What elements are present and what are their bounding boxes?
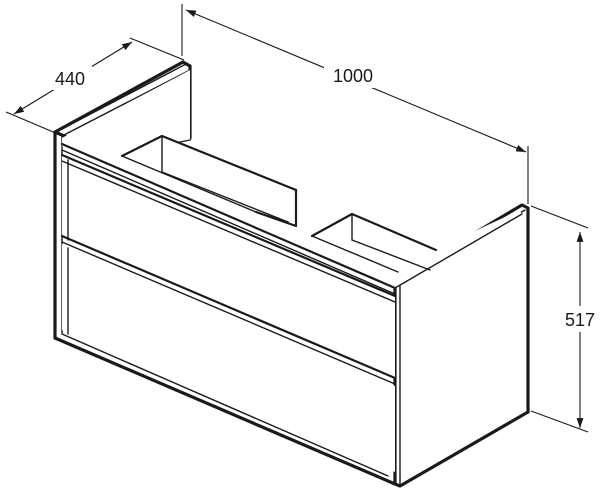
height-label: 517 [565, 310, 595, 330]
right-drawer-interior [310, 212, 438, 273]
top-rim [60, 70, 523, 295]
depth-label: 440 [55, 69, 85, 89]
width-dimension: 1000 [181, 4, 529, 204]
depth-dimension: 440 [5, 37, 185, 135]
lower-drawer[interactable] [62, 244, 395, 472]
left-drawer-interior [120, 134, 298, 228]
right-side-panel [395, 205, 528, 486]
width-label: 1000 [333, 66, 373, 86]
upper-drawer[interactable] [60, 153, 397, 385]
height-dimension: 517 [530, 205, 600, 433]
